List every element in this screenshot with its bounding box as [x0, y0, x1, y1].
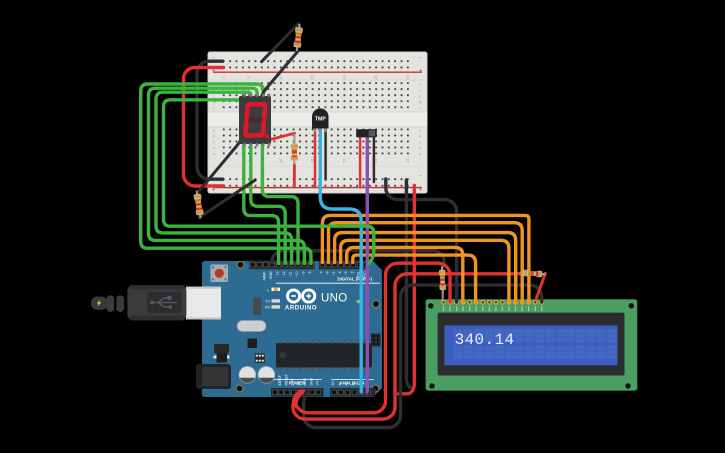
svg-text:~6: ~6	[326, 271, 330, 275]
svg-text:A0: A0	[331, 381, 335, 385]
svg-text:GND: GND	[303, 377, 307, 385]
svg-text:DIGITAL (PWM~): DIGITAL (PWM~)	[337, 277, 372, 282]
svg-text:c: c	[212, 141, 216, 143]
svg-text:15: 15	[311, 159, 315, 163]
svg-text:−: −	[212, 174, 215, 180]
svg-text:a: a	[418, 153, 422, 155]
svg-text:GND: GND	[309, 377, 313, 385]
svg-text:8: 8	[308, 271, 312, 273]
svg-text:10: 10	[279, 159, 283, 163]
svg-text:−: −	[419, 56, 422, 62]
svg-text:20: 20	[342, 76, 346, 80]
svg-text:j: j	[418, 84, 422, 86]
svg-text:L: L	[268, 289, 270, 293]
svg-text:RX0: RX0	[363, 271, 367, 278]
svg-text:TMP: TMP	[315, 117, 326, 123]
svg-text:RX: RX	[265, 306, 271, 310]
svg-text:a: a	[212, 153, 216, 155]
svg-text:25: 25	[374, 76, 378, 80]
svg-text:30: 30	[406, 76, 410, 80]
svg-text:ANALOG IN: ANALOG IN	[340, 381, 365, 386]
svg-text:TX: TX	[265, 300, 270, 304]
svg-text:−: −	[212, 56, 215, 62]
svg-text:~9: ~9	[302, 271, 306, 275]
svg-text:IOREF: IOREF	[278, 375, 282, 385]
svg-text:−: −	[419, 174, 422, 180]
svg-text:b: b	[212, 147, 216, 149]
svg-text:h: h	[418, 95, 422, 97]
svg-text:POWER: POWER	[289, 381, 306, 386]
svg-text:d: d	[418, 135, 422, 137]
svg-text:~10: ~10	[295, 271, 299, 277]
svg-text:25: 25	[374, 159, 378, 163]
svg-text:UNO: UNO	[321, 293, 347, 305]
svg-text:h: h	[212, 95, 216, 97]
svg-text:GND: GND	[269, 271, 273, 279]
svg-text:3.3V: 3.3V	[291, 378, 295, 386]
svg-text:e: e	[212, 129, 216, 131]
svg-text:Vin: Vin	[316, 381, 320, 386]
svg-text:4: 4	[338, 271, 342, 273]
svg-text:2: 2	[350, 271, 354, 273]
svg-text:i: i	[418, 90, 422, 91]
svg-text:5: 5	[247, 77, 251, 79]
svg-text:~5: ~5	[332, 271, 336, 275]
svg-text:f: f	[212, 108, 216, 109]
svg-text:b: b	[418, 147, 422, 149]
svg-text:g: g	[212, 101, 216, 103]
svg-text:~3: ~3	[344, 271, 348, 275]
svg-text:15: 15	[311, 76, 315, 80]
svg-text:ARDUINO: ARDUINO	[285, 306, 317, 312]
svg-text:+: +	[419, 188, 422, 194]
svg-text:A3: A3	[351, 381, 355, 385]
svg-text:10: 10	[279, 76, 283, 80]
svg-text:340.14: 340.14	[455, 331, 515, 349]
svg-text:1: 1	[222, 77, 226, 79]
svg-text:g: g	[418, 101, 422, 103]
svg-text:+: +	[212, 69, 215, 75]
svg-text:+: +	[419, 69, 422, 75]
svg-text:+: +	[212, 188, 215, 194]
svg-text:AREF: AREF	[263, 272, 267, 281]
svg-text:30: 30	[406, 159, 410, 163]
svg-text:d: d	[212, 135, 216, 137]
svg-text:12: 12	[282, 271, 286, 275]
svg-text:A1: A1	[338, 381, 342, 385]
svg-text:5V: 5V	[297, 381, 301, 386]
svg-text:13: 13	[276, 271, 280, 275]
svg-text:~11: ~11	[289, 271, 293, 277]
svg-text:c: c	[418, 141, 422, 143]
svg-text:20: 20	[342, 159, 346, 163]
svg-text:i: i	[212, 90, 216, 91]
svg-text:f: f	[418, 108, 422, 109]
svg-text:7: 7	[319, 271, 323, 273]
svg-text:e: e	[418, 129, 422, 131]
svg-text:A2: A2	[345, 381, 349, 385]
svg-text:TX1: TX1	[357, 271, 361, 277]
